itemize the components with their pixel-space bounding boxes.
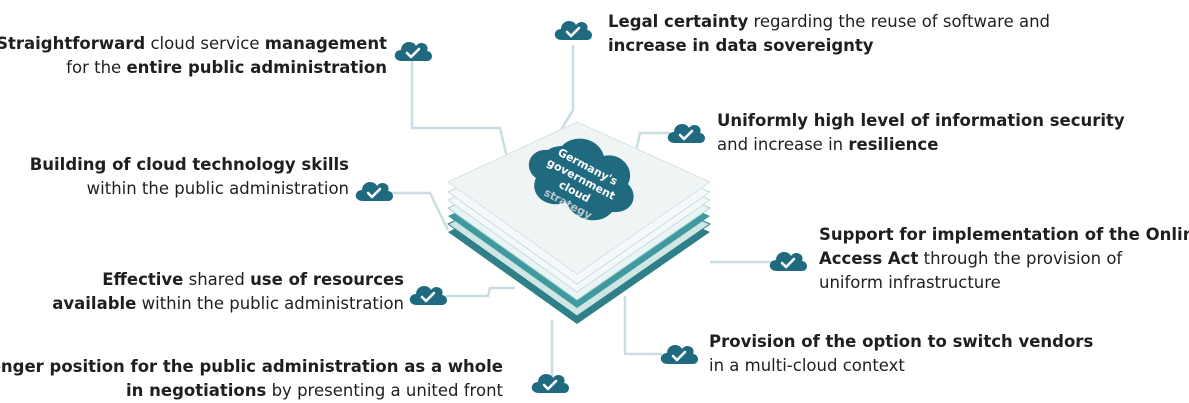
text: cloud service (145, 34, 265, 53)
benefit-legal-certainty: Legal certainty regarding the reuse of s… (608, 10, 1050, 58)
benefit-line: Effective shared use of resources (52, 268, 404, 292)
bold-text: management (264, 34, 387, 53)
benefit-negotiation-position: Stronger position for the public adminis… (0, 355, 503, 403)
text: uniform infrastructure (819, 273, 1001, 292)
text: regarding the reuse of software and (748, 12, 1051, 31)
connector-lines (388, 45, 772, 380)
text: in a multi-cloud context (709, 356, 905, 375)
cloud-check-icon (553, 19, 593, 41)
cloud-check-icon (393, 40, 433, 62)
connector-skills (388, 191, 450, 231)
bold-text: Stronger position for the public adminis… (0, 357, 503, 376)
benefit-line: Uniformly high level of information secu… (717, 109, 1125, 133)
benefit-line: for the entire public administration (0, 56, 387, 80)
benefit-vendor-switch: Provision of the option to switch vendor… (709, 330, 1093, 378)
benefit-line: Legal certainty regarding the reuse of s… (608, 10, 1050, 34)
bold-text: Access Act (819, 249, 919, 268)
cloud-check-icon (666, 122, 706, 144)
text: for the (66, 58, 127, 77)
bold-text: Uniformly high level of information secu… (717, 111, 1125, 130)
text: within the public administration (136, 294, 404, 313)
bold-text: Provision of the option to switch vendor… (709, 332, 1094, 351)
benefit-line: Building of cloud technology skills (30, 153, 349, 177)
bold-text: Support for implementation of the Online (819, 225, 1189, 244)
benefit-online-access-act: Support for implementation of the Online… (819, 223, 1189, 295)
text: and increase in (717, 135, 849, 154)
benefit-line: in negotiations by presenting a united f… (0, 379, 503, 403)
bold-text: Effective (102, 270, 184, 289)
benefit-line: Support for implementation of the Online (819, 223, 1189, 247)
bold-text: in negotiations (125, 381, 267, 400)
bold-text: Straightforward (0, 34, 146, 53)
benefit-management: Straightforward cloud service management… (0, 32, 387, 80)
benefit-line: Access Act through the provision of (819, 247, 1189, 271)
cloud-check-icon (408, 284, 448, 306)
cloud-check-icon (768, 250, 808, 272)
benefit-line: within the public administration (30, 177, 349, 201)
benefit-line: increase in data sovereignty (608, 34, 1050, 58)
connector-resources (446, 286, 515, 298)
benefit-information-security: Uniformly high level of information secu… (717, 109, 1125, 157)
text: shared (183, 270, 251, 289)
bold-text: Legal certainty (608, 12, 749, 31)
benefit-cloud-skills: Building of cloud technology skills withi… (30, 153, 349, 201)
bold-text: use of resources (250, 270, 404, 289)
benefit-line: uniform infrastructure (819, 271, 1189, 295)
bold-text: entire public administration (126, 58, 387, 77)
connector-vendors (623, 296, 662, 356)
text: through the provision of (918, 249, 1123, 268)
benefit-line: Provision of the option to switch vendor… (709, 330, 1093, 354)
benefit-line: available within the public administrati… (52, 292, 404, 316)
benefit-line: in a multi-cloud context (709, 354, 1093, 378)
bold-text: resilience (848, 135, 939, 154)
connector-management (410, 60, 512, 171)
center-cloud (528, 138, 634, 221)
text: within the public administration (86, 179, 349, 198)
bold-text: increase in data sovereignty (608, 36, 874, 55)
cloud-check-icon (530, 372, 570, 394)
benefit-line: Straightforward cloud service management (0, 32, 387, 56)
cloud-check-icon (659, 343, 699, 365)
benefit-line: Stronger position for the public adminis… (0, 355, 503, 379)
bold-text: Building of cloud technology skills (29, 155, 349, 174)
bold-text: available (52, 294, 137, 313)
text: by presenting a united front (266, 381, 503, 400)
benefit-line: and increase in resilience (717, 133, 1125, 157)
cloud-check-icon (354, 180, 394, 202)
